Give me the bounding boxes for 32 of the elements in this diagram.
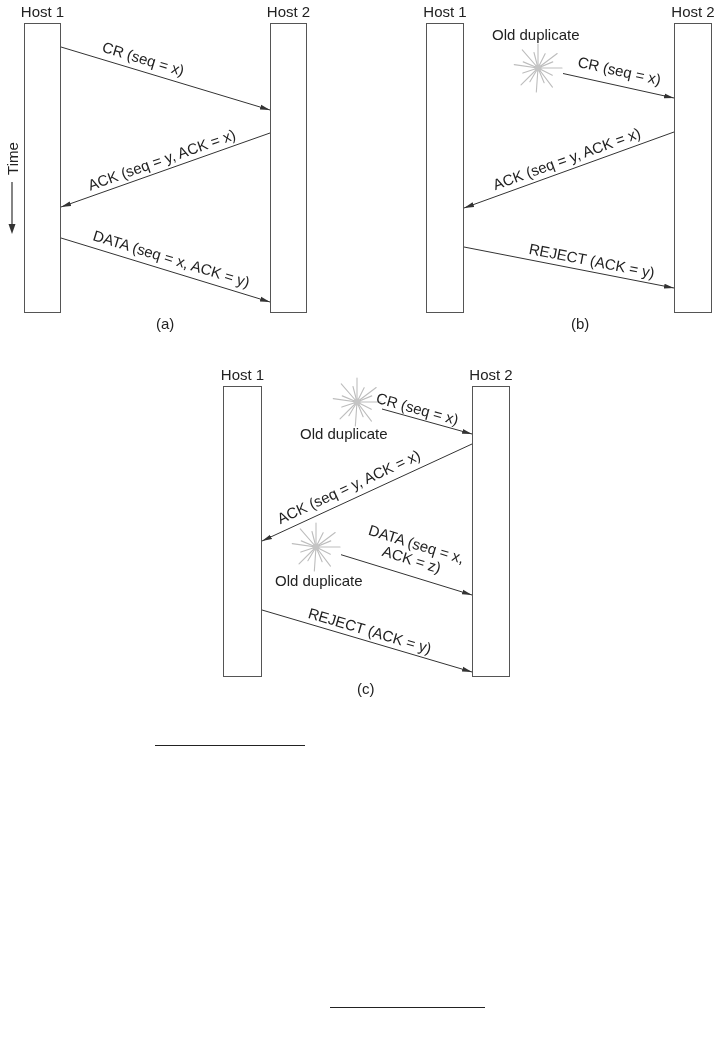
- arrow: [60, 237, 271, 303]
- arrow: [381, 408, 473, 435]
- edge-label: DATA (seq = x, ACK = z): [365, 520, 467, 579]
- edge-label: CR (seq = x): [100, 39, 187, 80]
- arrow: [261, 443, 473, 542]
- edge-label: ACK (seq = y, ACK = x): [491, 124, 644, 193]
- edge-label: DATA (seq = x, ACK = y): [90, 227, 252, 291]
- panel-caption: (c): [357, 679, 375, 697]
- starburst-icon: [291, 522, 341, 572]
- arrow: [463, 131, 675, 209]
- edge-label: ACK (seq = y, ACK = x): [85, 126, 238, 194]
- edge-label: REJECT (ACK = y): [527, 240, 657, 281]
- arrow: [562, 73, 675, 99]
- note-label: Old duplicate: [275, 571, 363, 589]
- host-label: Host 2: [671, 3, 715, 20]
- arrow: [261, 609, 473, 673]
- arrow: [60, 132, 271, 208]
- time-label: Time: [3, 141, 21, 175]
- arrow: [340, 554, 473, 596]
- host-label: Host 2: [469, 366, 513, 383]
- panel-caption: (a): [156, 314, 175, 332]
- note-label: Old duplicate: [492, 25, 580, 43]
- host-label: Host 1: [220, 366, 265, 383]
- panel-caption: (b): [571, 314, 590, 332]
- edge-label: REJECT (ACK = y): [306, 605, 434, 658]
- host-label: Host 2: [266, 3, 311, 20]
- arrow: [463, 246, 675, 289]
- host-label: Host 1: [20, 3, 65, 20]
- starburst-icon: [513, 43, 563, 93]
- arrow: [60, 46, 271, 111]
- host-label: Host 1: [423, 3, 467, 20]
- edge-label: CR (seq = x): [576, 53, 663, 88]
